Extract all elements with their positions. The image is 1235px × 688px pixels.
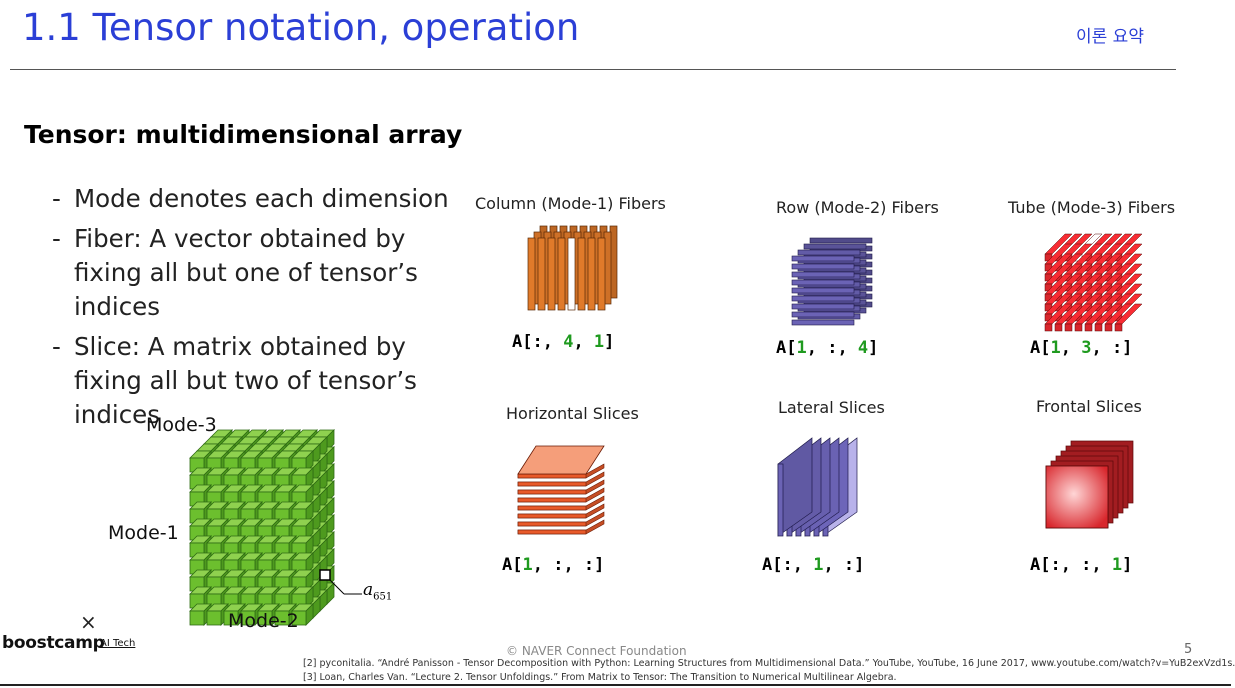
slice-caption-lateral: Lateral Slices	[778, 398, 885, 417]
slice-caption-horizontal: Horizontal Slices	[506, 404, 639, 423]
fiber-code-row: A[1, :, 4]	[776, 338, 879, 358]
bullet-text: Slice: A matrix obtained by fixing all b…	[74, 332, 417, 429]
fiber-caption-row: Row (Mode-2) Fibers	[776, 198, 939, 217]
bullet-item: -Fiber: A vector obtained by fixing all …	[52, 222, 472, 324]
bullet-item: -Mode denotes each dimension	[52, 182, 472, 216]
element-subscript: 651	[373, 591, 393, 603]
row-fibers-illustration	[791, 237, 873, 326]
logo-brand: boostcamp	[2, 633, 105, 653]
slice-code-frontal: A[:, :, 1]	[1030, 555, 1133, 575]
reference-item: [3] Loan, Charles Van. “Lecture 2. Tenso…	[303, 672, 897, 683]
fiber-code-tube: A[1, 3, :]	[1030, 338, 1133, 358]
bullet-dash: -	[52, 332, 61, 361]
bullet-dash: -	[52, 184, 61, 213]
title-divider	[10, 69, 1176, 70]
bullet-dash: -	[52, 224, 61, 253]
element-symbol: a	[363, 580, 374, 600]
logo-x-icon: ×	[80, 610, 97, 634]
slide-subtitle: Tensor: multidimensional array	[24, 120, 463, 149]
element-pointer	[319, 569, 362, 595]
bullet-list: -Mode denotes each dimension -Fiber: A v…	[52, 182, 472, 438]
footer-copyright: © NAVER Connect Foundation	[506, 644, 687, 658]
slice-code-horizontal: A[1, :, :]	[502, 555, 605, 575]
column-fibers-illustration	[527, 225, 618, 311]
frontal-slices-illustration	[1045, 440, 1134, 529]
reference-item: [2] pyconitalia. “André Panisson - Tenso…	[303, 658, 1235, 669]
mode2-label: Mode-2	[228, 610, 299, 632]
tensor-cube-illustration	[189, 429, 335, 626]
mode3-label: Mode-3	[146, 414, 217, 436]
logo-brand-sub: AI Tech	[100, 638, 136, 649]
tube-fibers-illustration	[1044, 233, 1143, 332]
slice-caption-frontal: Frontal Slices	[1036, 397, 1142, 416]
fiber-caption-tube: Tube (Mode-3) Fibers	[1008, 198, 1176, 217]
fiber-caption-column: Column (Mode-1) Fibers	[475, 194, 666, 213]
bottom-border	[0, 684, 1231, 686]
section-tag: 이론 요약	[1076, 27, 1144, 47]
bullet-item: -Slice: A matrix obtained by fixing all …	[52, 330, 472, 432]
footer-references: [2] pyconitalia. “André Panisson - Tenso…	[303, 657, 1235, 685]
mode1-label: Mode-1	[108, 522, 179, 544]
page-number: 5	[1184, 642, 1193, 657]
bullet-text: Fiber: A vector obtained by fixing all b…	[74, 224, 418, 321]
lateral-slices-illustration	[777, 437, 858, 537]
horizontal-slices-illustration	[517, 445, 605, 535]
slide-title: 1.1 Tensor notation, operation	[22, 6, 580, 49]
element-label: a651	[363, 580, 392, 602]
slice-code-lateral: A[:, 1, :]	[762, 555, 865, 575]
bullet-text: Mode denotes each dimension	[74, 184, 449, 213]
fiber-code-column: A[:, 4, 1]	[512, 332, 615, 352]
